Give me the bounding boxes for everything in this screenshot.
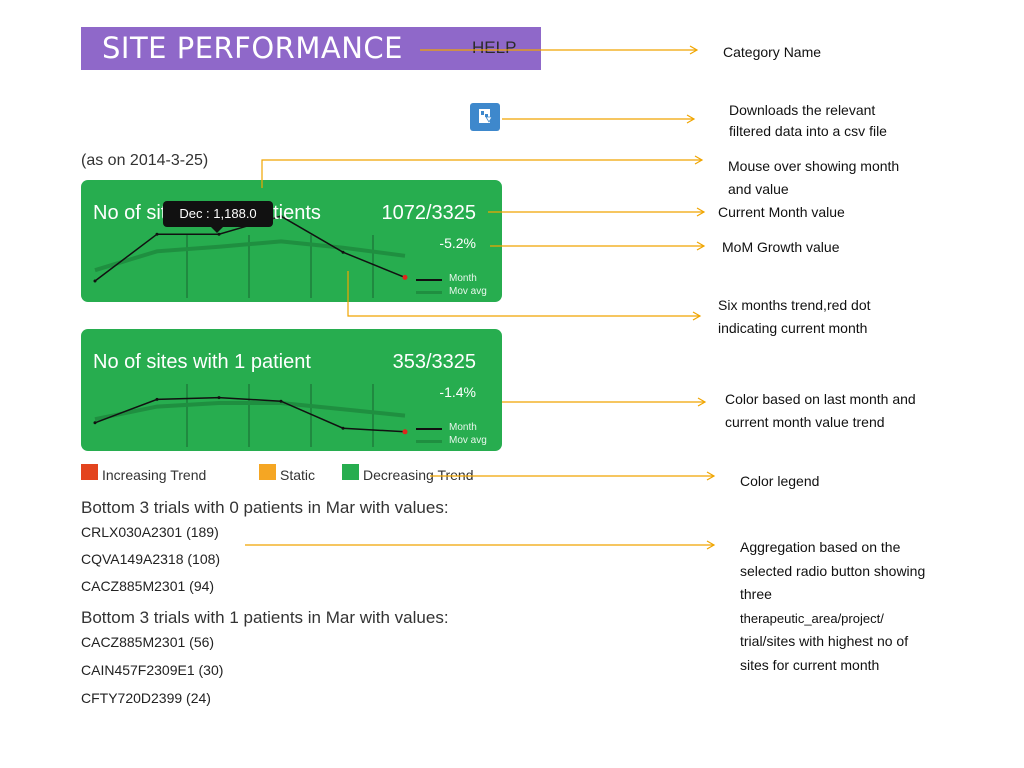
month-point bbox=[279, 399, 283, 403]
download-csv-button[interactable] bbox=[470, 103, 500, 131]
color-legend: Increasing Trend Static Decreasing Trend bbox=[81, 462, 511, 486]
legend-mov-avg-line bbox=[416, 291, 442, 294]
legend-label: Increasing Trend bbox=[102, 467, 207, 483]
metric-card-1-patient[interactable]: No of sites with 1 patient 353/3325 -1.4… bbox=[81, 329, 502, 451]
current-month-value: 1072/3325 bbox=[381, 202, 476, 224]
mov-avg-line bbox=[94, 239, 406, 273]
month-point bbox=[155, 397, 159, 401]
card-title: No of sites with 1 patient bbox=[93, 351, 311, 373]
month-point bbox=[155, 232, 159, 236]
swatch-decreasing bbox=[342, 464, 359, 480]
annotation-trend-1: Six months trend,red dot bbox=[718, 297, 871, 313]
metric-card-0-patients[interactable]: No of sites with 0 patients 1072/3325 -5… bbox=[81, 180, 502, 302]
trial-item: CQVA149A2318 (108) bbox=[81, 551, 221, 567]
legend-label: Static bbox=[280, 467, 316, 483]
annotation-category-name: Category Name bbox=[723, 44, 822, 60]
annotation-agg-3: three bbox=[740, 586, 772, 602]
trial-item: CACZ885M2301 (56) bbox=[81, 634, 215, 650]
tooltip-arrow bbox=[211, 227, 223, 233]
annotation-color-1: Color based on last month and bbox=[725, 391, 916, 407]
annotation-trend-2: indicating current month bbox=[718, 320, 868, 336]
legend-month-line bbox=[416, 279, 442, 281]
legend-mov-avg-label: Mov avg bbox=[449, 435, 487, 446]
annotation-current-month: Current Month value bbox=[718, 204, 845, 220]
section-title: Bottom 3 trials with 0 patients in Mar w… bbox=[81, 498, 449, 517]
trial-item: CFTY720D2399 (24) bbox=[81, 690, 211, 706]
section-title: Bottom 3 trials with 1 patients in Mar w… bbox=[81, 608, 449, 627]
legend-mov-avg-line bbox=[416, 440, 442, 443]
month-point bbox=[93, 279, 97, 283]
trial-item: CACZ885M2301 (94) bbox=[81, 578, 215, 594]
annotation-agg-4: therapeutic_area/project/ bbox=[740, 611, 884, 626]
annotation-mom-growth: MoM Growth value bbox=[722, 239, 840, 255]
month-point bbox=[341, 250, 345, 254]
annotation-agg-6: sites for current month bbox=[740, 657, 880, 673]
help-link[interactable]: HELP bbox=[472, 38, 517, 57]
legend-month-label: Month bbox=[449, 422, 477, 433]
month-line bbox=[94, 396, 406, 433]
legend-month-label: Month bbox=[449, 273, 477, 284]
swatch-static bbox=[259, 464, 276, 480]
month-point bbox=[217, 232, 221, 236]
month-point bbox=[217, 396, 221, 400]
month-point bbox=[93, 421, 97, 425]
as-on-date: (as on 2014-3-25) bbox=[81, 152, 209, 169]
annotation-mouse-over-1: Mouse over showing month bbox=[728, 158, 900, 174]
trial-item: CRLX030A2301 (189) bbox=[81, 524, 219, 540]
category-header: SITE PERFORMANCE HELP bbox=[81, 27, 541, 70]
mom-growth-value: -5.2% bbox=[439, 235, 476, 251]
annotation-download-1: Downloads the relevant bbox=[729, 102, 876, 118]
annotation-mouse-over-2: and value bbox=[728, 181, 789, 197]
month-tooltip: Dec : 1,188.0 bbox=[163, 201, 273, 227]
current-month-dot bbox=[402, 274, 408, 280]
annotation-download-2: filtered data into a csv file bbox=[729, 123, 887, 139]
month-point bbox=[279, 214, 283, 218]
legend-label: Decreasing Trend bbox=[363, 467, 474, 483]
month-point bbox=[341, 426, 345, 430]
current-month-dot bbox=[402, 429, 408, 435]
trial-item: CAIN457F2309E1 (30) bbox=[81, 662, 224, 678]
annotation-agg-1: Aggregation based on the bbox=[740, 539, 901, 555]
category-title: SITE PERFORMANCE bbox=[102, 31, 403, 65]
download-csv-icon bbox=[479, 109, 493, 123]
annotation-agg-5: trial/sites with highest no of bbox=[740, 633, 909, 649]
swatch-increasing bbox=[81, 464, 98, 480]
legend-mov-avg-label: Mov avg bbox=[449, 286, 487, 297]
mov-avg-line bbox=[94, 401, 406, 422]
legend-month-line bbox=[416, 428, 442, 430]
annotation-agg-2: selected radio button showing bbox=[740, 563, 926, 579]
annotation-color-2: current month value trend bbox=[725, 414, 885, 430]
trend-chart[interactable] bbox=[81, 329, 502, 451]
current-month-value: 353/3325 bbox=[392, 351, 476, 373]
annotation-color-legend: Color legend bbox=[740, 473, 820, 489]
mom-growth-value: -1.4% bbox=[439, 384, 476, 400]
